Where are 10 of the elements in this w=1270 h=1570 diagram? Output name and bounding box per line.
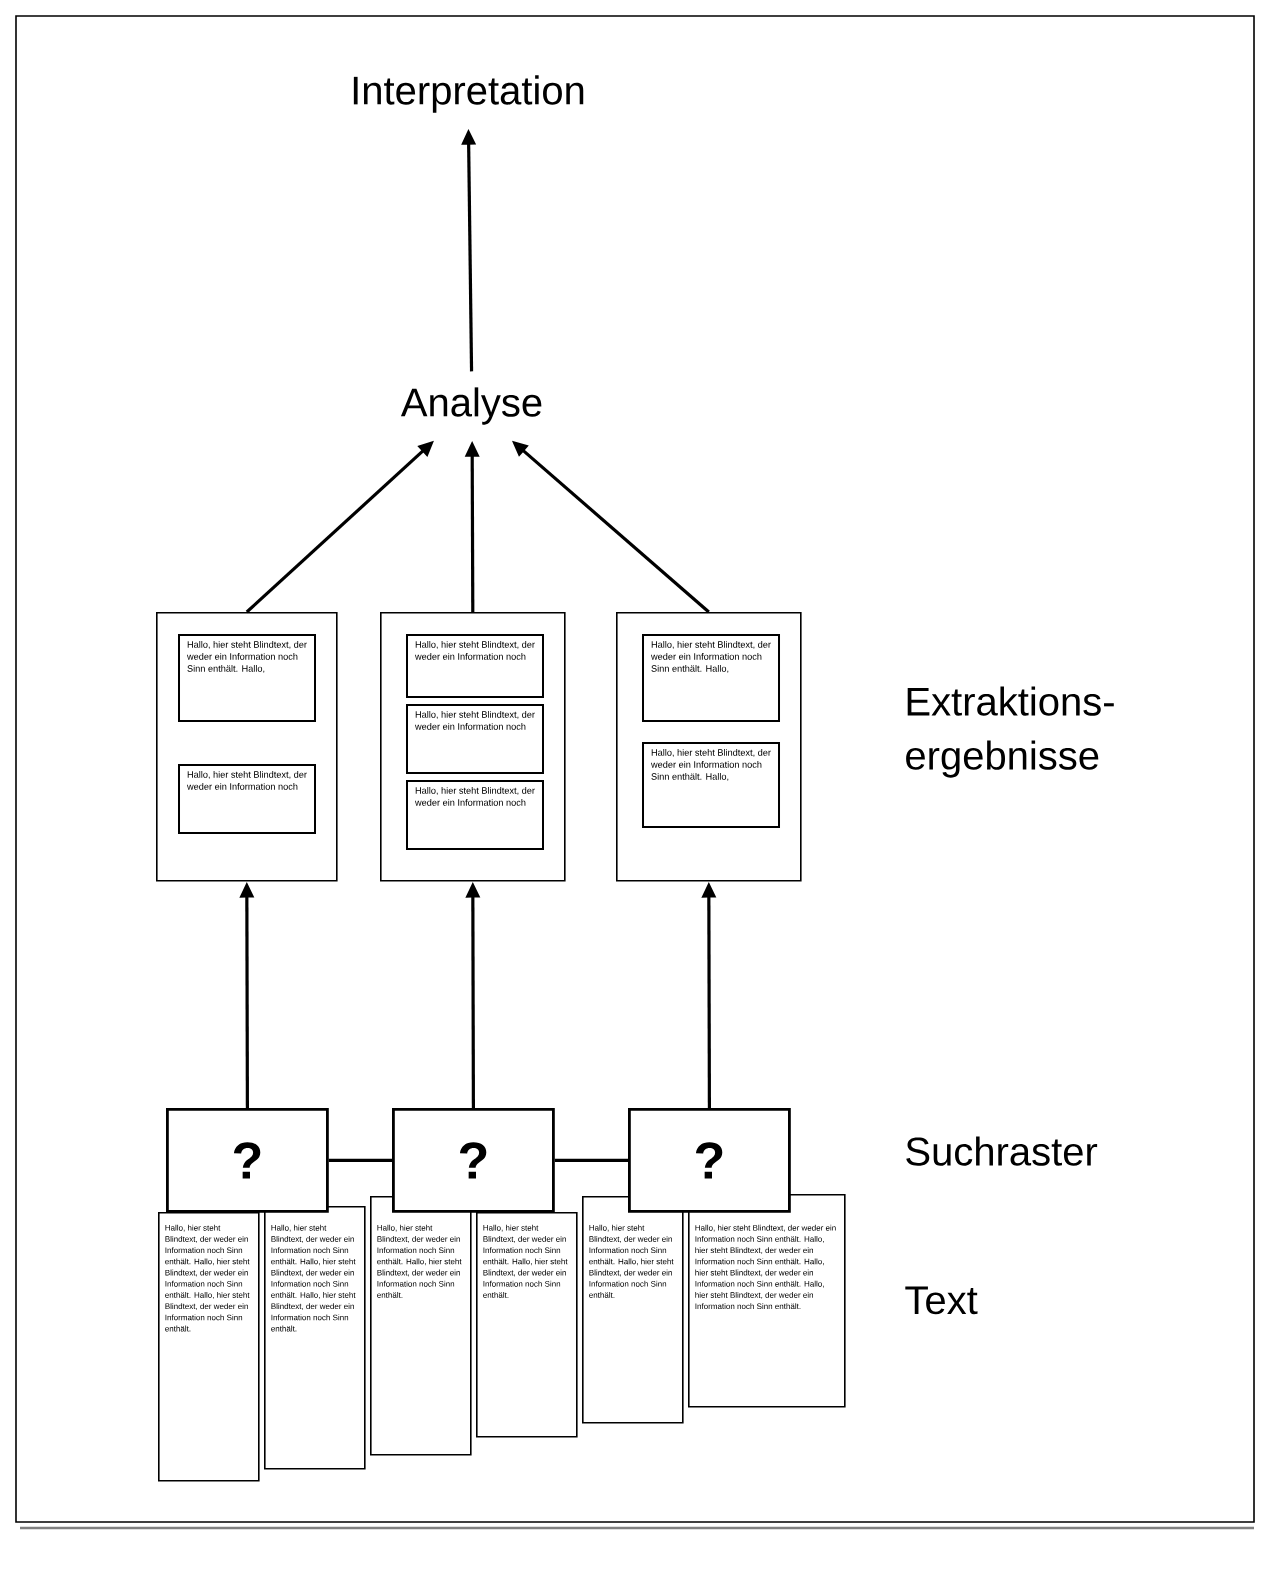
search-box: ? bbox=[166, 1108, 329, 1213]
row-label: Suchraster bbox=[906, 1136, 1098, 1166]
connector-line bbox=[554, 1158, 628, 1162]
row-label: Text bbox=[905, 1286, 978, 1315]
row-label: Extraktions- ergebnisse bbox=[906, 686, 1114, 778]
search-box: ? bbox=[392, 1108, 555, 1213]
stage-label: Analyse bbox=[400, 387, 542, 425]
search-box: ? bbox=[628, 1108, 791, 1213]
connector-line bbox=[328, 1158, 392, 1162]
stage-label: Interpretation bbox=[353, 75, 584, 113]
